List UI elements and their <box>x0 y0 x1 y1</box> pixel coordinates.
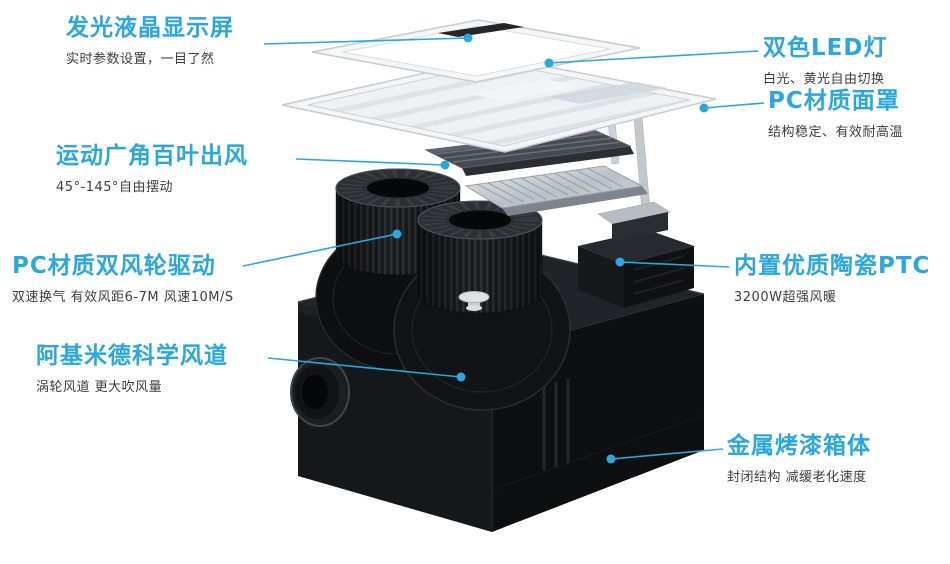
leader-dot <box>463 33 473 43</box>
callout-title: 阿基米德科学风道 <box>36 343 228 369</box>
leader-line <box>267 357 462 378</box>
callout-title: 发光液晶显示屏 <box>66 15 234 41</box>
callout-air-duct: 阿基米德科学风道 涡轮风道 更大吹风量 <box>36 342 228 395</box>
leader-dot <box>544 58 554 68</box>
callout-pc-cover: PC材质面罩 结构稳定、有效耐高温 <box>768 87 903 140</box>
callout-subtitle: 3200W超强风暖 <box>734 289 837 305</box>
leader-dot <box>606 454 616 464</box>
leader-dot <box>440 160 450 170</box>
lcd-display-panel <box>311 19 641 83</box>
callout-title: 运动广角百叶出风 <box>56 143 248 169</box>
callout-dual-fan-drive: PC材质双风轮驱动 双速换气 有效风距6-7M 风速10M/S <box>12 252 234 305</box>
ptc-heater-housing <box>578 230 694 308</box>
callout-subtitle: 45°-145°自由摆动 <box>56 179 174 195</box>
leader-line <box>610 448 724 460</box>
leader-line <box>548 50 759 64</box>
leader-dot <box>615 257 625 267</box>
fan-wheel-right <box>417 200 543 314</box>
callout-subtitle: 结构稳定、有效耐高温 <box>768 124 904 140</box>
leader-line <box>263 37 469 45</box>
callout-louver-outlet: 运动广角百叶出风 45°-145°自由摆动 <box>56 142 248 195</box>
callout-subtitle: 涡轮风道 更大吹风量 <box>36 379 163 395</box>
callout-title: 金属烤漆箱体 <box>727 433 871 459</box>
leader-line <box>242 233 398 267</box>
callout-subtitle: 双速换气 有效风距6-7M 风速10M/S <box>12 289 234 305</box>
motor-hub <box>458 291 490 311</box>
fan-blade-ring <box>339 170 457 206</box>
ptc-heater-element <box>464 165 648 216</box>
callout-ptc-heater: 内置优质陶瓷PTC 3200W超强风暖 <box>734 252 930 305</box>
pc-face-cover <box>281 56 717 153</box>
leader-dot <box>456 372 466 382</box>
leader-lines <box>242 37 765 460</box>
fan-blade-ring <box>421 202 539 238</box>
callout-led-light: 双色LED灯 白光、黄光自由切换 <box>763 34 887 87</box>
callout-metal-box: 金属烤漆箱体 封闭结构 减缓老化速度 <box>727 432 871 485</box>
callout-title: PC材质面罩 <box>768 88 900 114</box>
lcd-screen <box>438 23 524 37</box>
callout-title: PC材质双风轮驱动 <box>12 253 216 279</box>
side-air-duct <box>290 357 350 427</box>
callout-lcd-display: 发光液晶显示屏 实时参数设置，一目了然 <box>66 14 234 67</box>
callout-subtitle: 白光、黄光自由切换 <box>763 71 885 87</box>
callout-subtitle: 实时参数设置，一目了然 <box>66 51 215 67</box>
leader-line <box>295 158 446 166</box>
callout-title: 内置优质陶瓷PTC <box>734 253 931 279</box>
leader-line <box>703 102 765 109</box>
callout-subtitle: 封闭结构 减缓老化速度 <box>727 469 867 485</box>
leader-dots <box>392 33 709 464</box>
leader-dot <box>699 103 709 113</box>
leader-dot <box>392 229 402 239</box>
callout-title: 双色LED灯 <box>763 35 888 61</box>
leader-line <box>619 261 730 268</box>
